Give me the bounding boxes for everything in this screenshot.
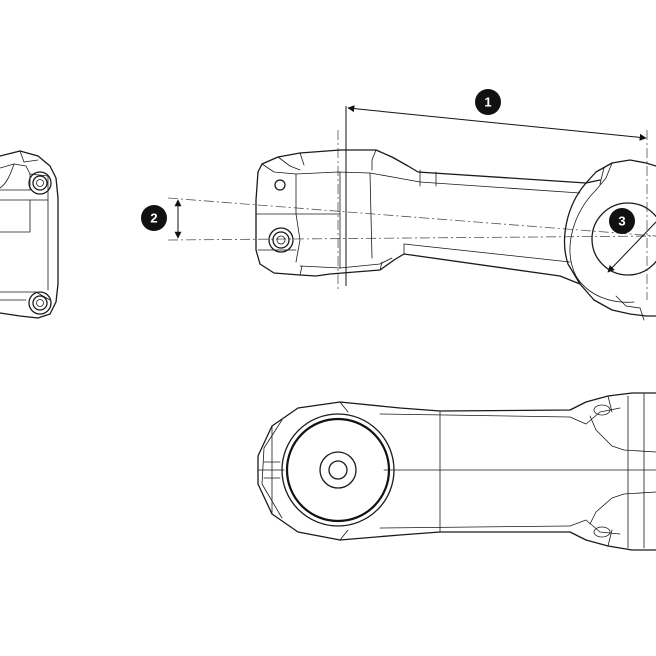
- callout-2-label: 2: [150, 211, 157, 226]
- side-hole: [274, 179, 286, 191]
- side-bolt-icon: [268, 227, 294, 253]
- front-bolt-top-icon: [28, 171, 52, 195]
- side-view: [167, 105, 656, 321]
- handlebar-bore: [591, 202, 656, 276]
- front-bolt-bottom-icon: [28, 291, 52, 315]
- callout-1-label: 1: [484, 95, 491, 110]
- front-view: [0, 150, 59, 319]
- top-cap-icon: [281, 413, 395, 527]
- callout-1: 1: [475, 89, 501, 115]
- top-view: [257, 392, 656, 551]
- callout-3: 3: [609, 208, 635, 234]
- callout-3-label: 3: [618, 214, 625, 229]
- callout-2: 2: [141, 205, 167, 231]
